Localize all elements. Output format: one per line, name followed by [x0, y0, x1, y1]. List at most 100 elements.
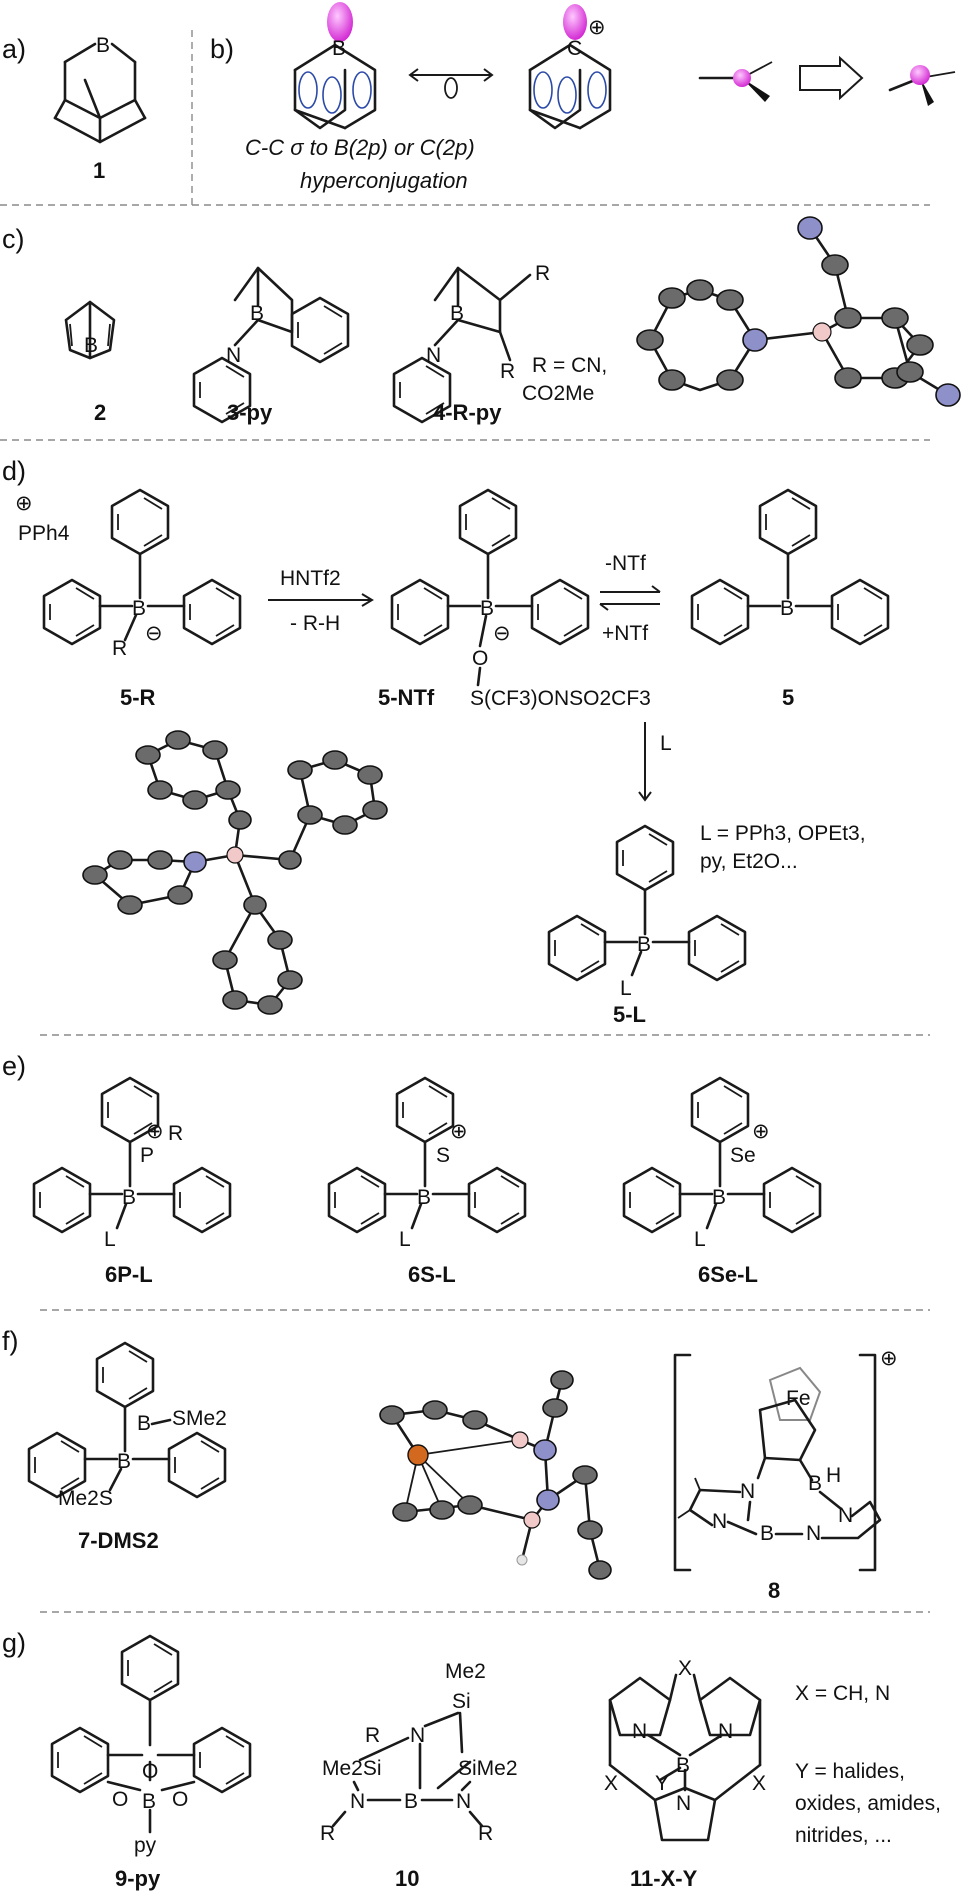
ligand-arrow-label: L	[660, 732, 672, 755]
reaction-arrow-hntf2: HNTf2 - R-H	[268, 567, 374, 635]
ligand-L: L	[694, 1228, 706, 1251]
atom-B: B	[637, 933, 651, 956]
structure-11-X-Y-subporphyrin: X N N B Y N X X	[604, 1657, 766, 1842]
substituent-R: R	[478, 1822, 493, 1845]
atom-B: B	[137, 1412, 151, 1435]
compound-6P-L: 6P-L	[105, 1262, 153, 1287]
crystal-structure-4-CN-py	[636, 216, 961, 407]
atom-B: B	[712, 1186, 726, 1209]
ligand-list-2: py, Et2O...	[700, 850, 798, 873]
structure-7-DMS2: B B SMe2 Me2S	[27, 1341, 227, 1510]
substituent-R: R	[320, 1822, 335, 1845]
structure-5-R: B R ⊖	[42, 488, 242, 660]
compound-5: 5	[782, 685, 794, 710]
atom-Fe: Fe	[786, 1387, 811, 1410]
compound-6S-L: 6S-L	[408, 1262, 456, 1287]
structure-6Se-L: B Se ⊕ L	[622, 1076, 822, 1251]
panel-label-f: f)	[2, 1326, 19, 1356]
sme2-label: SMe2	[172, 1407, 227, 1430]
reagent-hntf2: HNTf2	[280, 567, 341, 590]
byproduct-rh: - R-H	[290, 612, 340, 635]
atom-B: B	[250, 302, 264, 325]
atom-O: O	[112, 1788, 128, 1811]
atom-N: N	[718, 1720, 733, 1743]
counterion-pph4: PPh4	[18, 522, 70, 545]
atom-X-top: X	[678, 1657, 692, 1680]
atom-S: S	[436, 1144, 450, 1167]
r-definition-line1: R = CN,	[532, 354, 607, 377]
crystal-structure-ferrocene-borane	[379, 1370, 612, 1580]
atom-B: B	[480, 597, 494, 620]
atom-N: N	[712, 1510, 727, 1533]
structure-9-py: O O O B py	[50, 1634, 252, 1857]
compound-10: 10	[395, 1866, 419, 1891]
ligand-L: L	[620, 977, 632, 1000]
substituent-R: R	[112, 637, 127, 660]
panel-label-c: c)	[2, 224, 25, 254]
atom-N: N	[632, 1720, 647, 1743]
ligand-L: L	[399, 1228, 411, 1251]
structure-5-NTf: B ⊖ O S(CF3)ONSO2CF3	[390, 488, 651, 710]
hyperconjugation-caption-1: C-C σ to B(2p) or C(2p)	[245, 135, 475, 160]
atom-N: N	[426, 344, 441, 367]
atom-B: B	[117, 1450, 131, 1473]
structure-5-triptycene-borane: B	[690, 488, 890, 646]
atom-N: N	[838, 1504, 853, 1527]
ligand-py: py	[134, 1834, 157, 1857]
atom-B: B	[760, 1522, 774, 1545]
structure-2-borabicycle: B	[64, 300, 116, 360]
atom-B: B	[132, 597, 146, 620]
atom-B: B	[96, 34, 110, 57]
charge-plus: ⊕	[752, 1120, 770, 1143]
atom-C: C	[567, 37, 582, 60]
structure-6P-L: B P ⊕ R L	[32, 1076, 232, 1251]
atom-Se: Se	[730, 1144, 756, 1167]
structure-carbocation-adamantane-orbital: C ⊕	[528, 4, 612, 130]
atom-P: P	[140, 1144, 154, 1167]
substituent-R: R	[168, 1122, 183, 1145]
atom-X-left: X	[604, 1772, 618, 1795]
compound-6Se-L: 6Se-L	[698, 1262, 758, 1287]
atom-N: N	[410, 1724, 425, 1747]
atom-B: B	[332, 37, 346, 60]
equilibrium-arrows: -NTf +NTf	[599, 552, 661, 645]
compound-2: 2	[94, 400, 106, 425]
panel-label-a: a)	[2, 34, 26, 64]
si-label: Si	[452, 1690, 471, 1713]
sime2-label: SiMe2	[458, 1757, 518, 1780]
atom-N: N	[226, 344, 241, 367]
atom-Y: Y	[655, 1772, 669, 1795]
atom-B: B	[808, 1472, 822, 1495]
atom-B: B	[676, 1754, 690, 1777]
eq-reverse-label: +NTf	[602, 622, 648, 645]
compound-5-NTf: 5-NTf	[378, 685, 435, 710]
r-definition-line2: CO2Me	[522, 382, 594, 405]
me2si-label: Me2Si	[322, 1757, 382, 1780]
reaction-arrow-ligand: L	[638, 722, 672, 802]
compound-5-L: 5-L	[613, 1002, 646, 1027]
atom-N: N	[456, 1790, 471, 1813]
crystal-structure-5-py	[82, 730, 388, 1015]
y-definition-2: oxides, amides,	[795, 1792, 941, 1815]
structure-4-R-py: B N R R R = CN, CO2Me	[392, 262, 607, 424]
panel-label-g: g)	[2, 1628, 26, 1658]
structure-1-boraadamantane: B	[53, 34, 147, 144]
atom-N: N	[806, 1522, 821, 1545]
charge-minus: ⊖	[145, 622, 163, 645]
compound-9-py: 9-py	[115, 1866, 161, 1891]
panel-label-e: e)	[2, 1051, 26, 1081]
y-definition-1: Y = halides,	[795, 1760, 905, 1783]
substituent-R-top: R	[535, 262, 550, 285]
atom-B: B	[780, 597, 794, 620]
x-definition: X = CH, N	[795, 1682, 890, 1705]
atom-B: B	[404, 1790, 418, 1813]
atom-X-right: X	[752, 1772, 766, 1795]
atom-O: O	[172, 1788, 188, 1811]
compound-8: 8	[768, 1578, 780, 1603]
structure-3-py: B N	[192, 266, 350, 424]
resonance-arrow	[408, 68, 494, 99]
charge-plus: ⊕	[146, 1120, 164, 1143]
eq-forward-label: -NTf	[605, 552, 646, 575]
atom-O: O	[472, 647, 488, 670]
